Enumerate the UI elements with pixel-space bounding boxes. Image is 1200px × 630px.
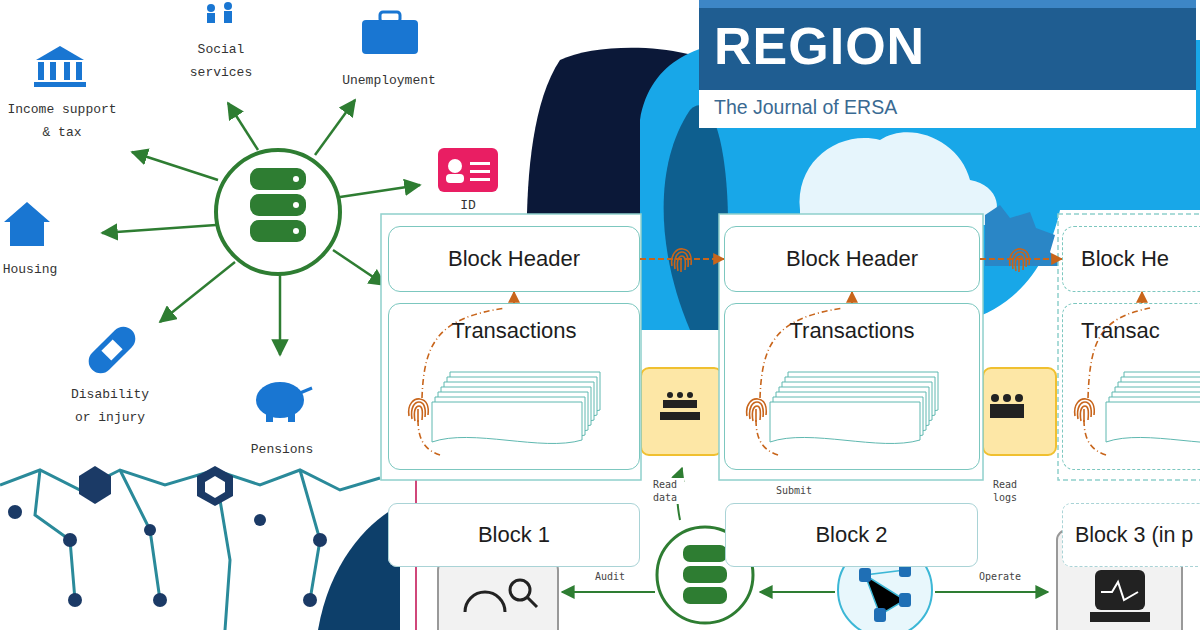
- node-title: Block Header: [448, 246, 580, 272]
- chain-link-arrow: [980, 258, 1062, 260]
- chain-link-arrow: [1141, 292, 1143, 303]
- flow-label: Read logs: [986, 478, 1024, 504]
- node-title: Block Header: [786, 246, 918, 272]
- chain-link-arrow: [851, 292, 853, 303]
- journal-banner: REGION The Journal of ERSA: [699, 0, 1196, 128]
- node-title: REGION: [714, 8, 1196, 84]
- transactions-box: Transac: [1062, 303, 1200, 470]
- category-label: Pensions: [240, 438, 324, 461]
- category-label: ID: [456, 194, 480, 217]
- node-title: Block 2: [815, 522, 887, 548]
- node-subtitle: The Journal of ERSA: [714, 96, 1196, 119]
- node-title: Transactions: [789, 318, 914, 344]
- chain-link-arrow: [640, 258, 724, 260]
- flow-label: Read data: [646, 478, 684, 504]
- transactions-box: Transactions: [388, 303, 640, 470]
- block-header: Block He: [1062, 226, 1200, 292]
- node-title: Block He: [1081, 246, 1169, 272]
- transactions-box: Transactions: [724, 303, 980, 470]
- node-title: Block 1: [478, 522, 550, 548]
- category-label: Disability or injury: [60, 383, 160, 429]
- flow-label: Audit: [588, 570, 632, 583]
- node-title: Block 3 (in p: [1075, 523, 1193, 548]
- chain-link-arrow: [513, 292, 515, 303]
- flow-label: Operate: [972, 570, 1028, 583]
- block-label: Block 3 (in p: [1062, 503, 1200, 567]
- category-label: Unemployment: [333, 69, 445, 92]
- block-label: Block 1: [388, 503, 640, 567]
- node-title: Transactions: [451, 318, 576, 344]
- category-label: Housing: [0, 258, 60, 281]
- flow-label: Submit: [768, 484, 820, 497]
- block-header: Block Header: [388, 226, 640, 292]
- block-header: Block Header: [724, 226, 980, 292]
- node-title: Transac: [1081, 318, 1160, 344]
- category-label: Income support & tax: [0, 98, 124, 144]
- block-label: Block 2: [725, 503, 978, 567]
- category-label: Social services: [180, 38, 262, 84]
